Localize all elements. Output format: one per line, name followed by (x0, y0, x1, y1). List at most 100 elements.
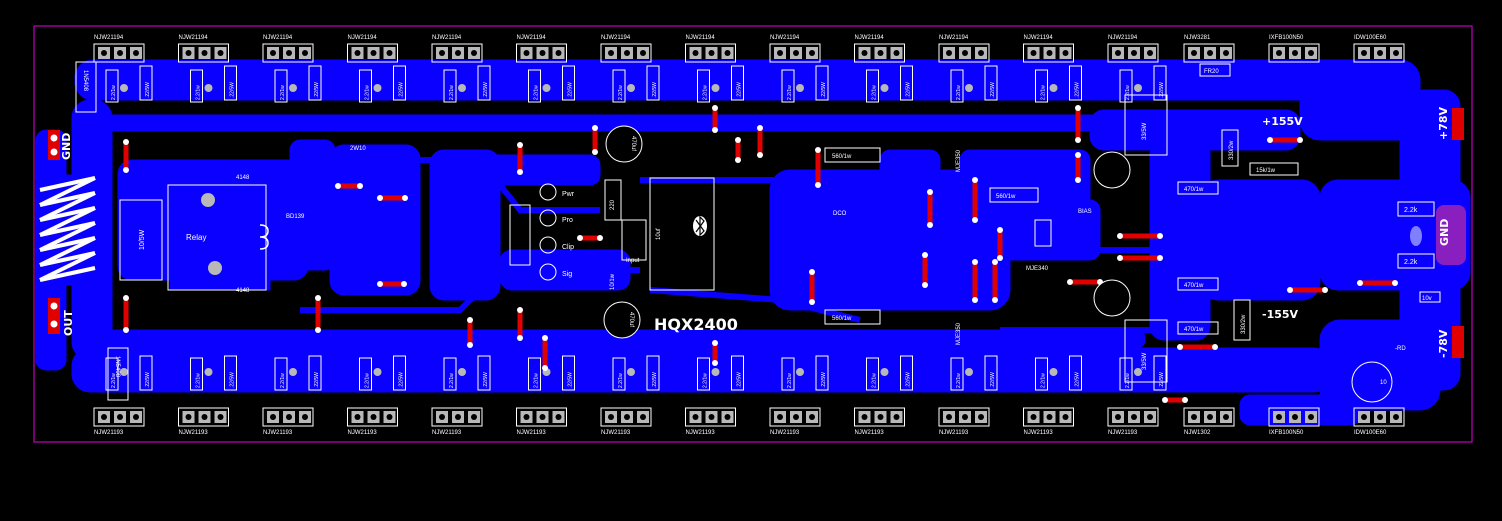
emitter-resistor-label: 2.2/1w (872, 373, 878, 388)
jumper-wire (757, 125, 763, 158)
top-transistor: IXFB100N50 (1268, 35, 1320, 63)
cap-10-label: 10uf (656, 228, 662, 240)
cap-470-top-label: 470uf (630, 136, 636, 151)
jumper-wire (123, 295, 129, 333)
jumper-wire (815, 147, 821, 188)
jumper-wire (1075, 105, 1081, 143)
transistor-label: NJW21193 (1108, 430, 1138, 436)
base-resistor-label: .22/5W (906, 82, 912, 98)
status-leds: Pwr Pro Clip Sig (539, 183, 575, 281)
emitter-resistor-label: 2.2/1w (365, 85, 371, 100)
emitter-resistor-label: 2.2/1w (196, 373, 202, 388)
transistor-label: NJW21194 (179, 35, 209, 41)
base-resistor-label: .22/5W (568, 372, 574, 388)
mje340-label: MJE340 (1026, 266, 1049, 272)
bottom-transistor-row: NJW211932.2/1w.22/5WNJW211932.2/1w.22/5W… (93, 355, 1405, 436)
base-resistor-label: .22/5W (230, 82, 236, 98)
res-330-top-label: 330/2w (1229, 140, 1235, 160)
res-220-label: 220 (610, 199, 616, 210)
top-transistor: IDW100E60 (1353, 35, 1405, 63)
jumper-wire (467, 317, 473, 348)
bias-label: BIAS (1078, 209, 1092, 215)
transistor-label: NJW21194 (1024, 35, 1054, 41)
base-resistor-label: .22/5W (483, 82, 489, 98)
transistor-label: NJW21193 (770, 430, 800, 436)
terminal-out: OUT (62, 310, 75, 336)
jumper-wire (1267, 137, 1303, 143)
transistor-label: IXFB100N50 (1269, 35, 1304, 41)
jumper-wire (542, 335, 548, 371)
jumper-wire (335, 183, 363, 189)
bottom-transistor: IDW100E60 (1353, 407, 1405, 436)
res-560-bottom-label: 560/1w (832, 316, 852, 322)
jumper-wire (377, 281, 407, 287)
emitter-resistor-label: 2.2/1w (787, 373, 793, 388)
bluetooth-logo-icon (1410, 226, 1422, 246)
jumper-wire (1117, 255, 1163, 261)
emitter-resistor-label: 2.2/1w (787, 85, 793, 100)
rail-neg-78: -78V (1437, 329, 1450, 358)
emitter-resistor-label: 2.2/1w (1041, 85, 1047, 100)
mje350-top-label: MJE350 (956, 149, 962, 172)
led-pro-label: Pro (562, 217, 573, 224)
res-10v-label: 10v (1422, 296, 1432, 302)
led-pwr-label: Pwr (562, 191, 575, 198)
jumper-wire (735, 137, 741, 163)
jumper-wire (123, 139, 129, 173)
emitter-resistor-label: 2.2/1w (618, 373, 624, 388)
gnd-pad (1436, 205, 1466, 265)
bottom-transistor: NJW1302 (1183, 407, 1235, 436)
dco-label: DCO (833, 211, 847, 217)
transistor-label: NJW21194 (855, 35, 885, 41)
d4148-label-1: 4148 (236, 175, 250, 181)
top-transistor-row: NJW21194 2.2/1w .22/5W NJW21194 2.2/1w .22/5W… (93, 35, 1405, 103)
jumper-wire (517, 142, 523, 175)
copper-layer (35, 59, 1471, 426)
transistor-label: IDW100E60 (1354, 35, 1387, 41)
transistor-label: IXFB100N50 (1269, 430, 1304, 436)
res-470-mid-label: 470/1w (1184, 283, 1204, 289)
transistor-label: NJW21194 (348, 35, 378, 41)
base-resistor-label: .22/5W (399, 82, 405, 98)
emitter-resistor-label: 2.2/1w (449, 85, 455, 100)
res-560-mid-label: 560/1w (996, 194, 1016, 200)
jumper-wire (1177, 344, 1218, 350)
base-resistor-label: .22/5W (1159, 82, 1165, 98)
res-470-bottom-label: 470/1w (1184, 327, 1204, 333)
base-resistor-label: .22/5W (230, 372, 236, 388)
jumper-wire (377, 195, 408, 201)
rd-label: -RD (1395, 346, 1406, 352)
relay: Relay (167, 184, 269, 291)
jumper-wire (712, 105, 718, 133)
board-outline (33, 25, 1473, 443)
jumper-wire (592, 125, 598, 155)
bridge-label: 2W10 (350, 146, 366, 152)
transistor-label: NJW21193 (94, 430, 124, 436)
top-transistor: NJW3281 (1183, 35, 1235, 63)
top-transistor: NJW21194 2.2/1w .22/5W (347, 35, 406, 103)
jumper-wire (1075, 152, 1081, 183)
transistor-label: NJW21193 (432, 430, 462, 436)
transistor-label: NJW21194 (94, 35, 124, 41)
emitter-resistor-label: 2.2/1w (365, 373, 371, 388)
base-resistor-label: .22/5W (145, 82, 151, 98)
res-560-top-label: 560/1w (832, 154, 852, 160)
transistor-label: IDW100E60 (1354, 430, 1387, 436)
base-resistor-label: .22/5W (1075, 372, 1081, 388)
jumper-wire (927, 189, 933, 228)
led-sig-label: Sig (562, 271, 572, 278)
base-resistor-label: .22/5W (568, 82, 574, 98)
transistor-label: NJW21194 (517, 35, 547, 41)
fr20-label: FR20 (1204, 69, 1219, 75)
